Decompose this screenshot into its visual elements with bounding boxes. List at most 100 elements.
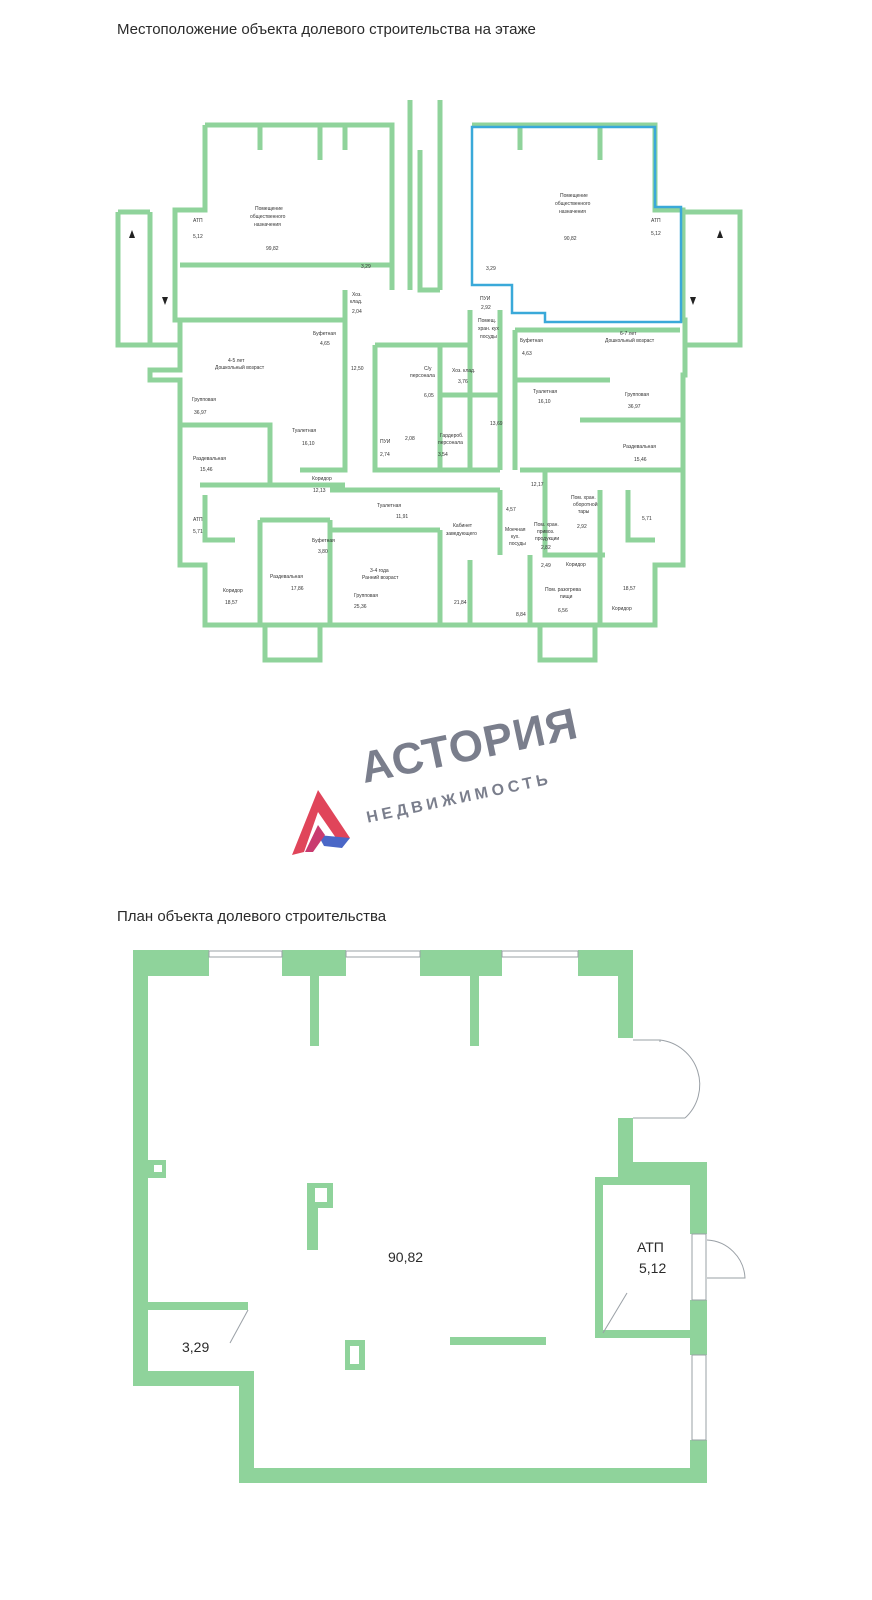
unit-plan-labels: 90,82 АТП 5,12 3,29 (182, 1239, 666, 1355)
floor-plan-labels: АТП 5,12 Помещение общественного назначе… (192, 193, 661, 618)
selected-unit-outline (470, 125, 683, 324)
room-label: 4,65 (320, 341, 330, 347)
room-label: 36,97 (628, 404, 641, 410)
room-label: Буфетная (520, 338, 543, 344)
room-label: 5,71 (193, 529, 203, 535)
room-label: заведующего (446, 531, 477, 537)
room-label: Раздевальная (623, 444, 656, 450)
room-label: 25,36 (354, 604, 367, 610)
room-label: 3,29 (361, 264, 371, 270)
room-label: 3,29 (486, 266, 496, 272)
room-label: назначения (559, 209, 586, 215)
room-label: АТП (651, 218, 661, 224)
room-label: 11,91 (396, 514, 408, 520)
room-label: Пом. разогрева (545, 587, 581, 593)
room-label: 4-5 лет (228, 358, 245, 364)
room-label: 12,13 (313, 488, 326, 494)
room-label: общественного (555, 201, 591, 207)
room-label: 18,57 (225, 600, 238, 606)
room-label: оборотной (573, 501, 598, 508)
room-label: Раздевальная (270, 574, 303, 580)
room-label: АТП (193, 218, 203, 224)
room-label: 16,10 (538, 399, 551, 405)
room-label: ПУИ (480, 296, 491, 302)
room-label: 3,54 (438, 452, 448, 458)
room-label: Ранний возраст (362, 574, 399, 581)
room-label: назначения (254, 222, 281, 228)
room-label: 2,49 (541, 563, 551, 569)
room-label: Туалетная (533, 389, 557, 395)
room-label: 15,46 (634, 457, 647, 463)
stair-markers (129, 230, 723, 305)
room-label: 2,82 (541, 545, 551, 551)
room-label: Коридор (312, 476, 332, 482)
room-label: 6,05 (424, 393, 434, 399)
room-label: тары (578, 509, 590, 515)
room-label: АТП (193, 517, 203, 523)
arrow-down-icon (162, 297, 168, 305)
room-label: 18,57 (623, 586, 636, 592)
floor-plan-walls (115, 100, 743, 663)
room-label: персонала (410, 373, 435, 379)
room-label: 3-4 года (370, 568, 389, 574)
arrow-up-icon (129, 230, 135, 238)
room-label: Групповая (354, 593, 378, 599)
arrow-down-icon (690, 297, 696, 305)
room-label: ПУИ (380, 439, 391, 445)
room-label: пищи (560, 594, 573, 600)
room-label: 90,82 (564, 236, 577, 242)
unit-plan-walls (133, 950, 707, 1483)
room-label: 2,08 (405, 436, 415, 442)
room-label: Дошкольный возраст (215, 364, 265, 371)
room-label: Туалетная (377, 503, 401, 509)
room-label: Хоз. (352, 292, 362, 298)
room-label: Групповая (625, 392, 649, 398)
atp-area-label: 5,12 (639, 1260, 666, 1276)
room-label: 36,97 (194, 410, 207, 416)
room-label: 2,04 (352, 309, 362, 315)
room-label: привоз. (537, 529, 554, 535)
floor-location-heading: Местоположение объекта долевого строител… (117, 21, 536, 38)
room-label: 5,71 (642, 516, 652, 522)
small-room-area-label: 3,29 (182, 1339, 209, 1355)
room-label: персонала (438, 440, 463, 446)
main-area-label: 90,82 (388, 1249, 423, 1265)
room-label: Пом. хран. (534, 522, 559, 528)
room-label: посуды (509, 541, 526, 547)
room-label: 21,84 (454, 600, 467, 606)
room-label: продукции (535, 536, 559, 542)
atp-title-label: АТП (637, 1239, 664, 1255)
room-label: Раздевальная (193, 456, 226, 462)
room-label: 5,12 (193, 234, 203, 240)
room-label: 17,86 (291, 586, 304, 592)
room-label: Помещ. (478, 318, 496, 324)
room-label: Коридор (612, 606, 632, 612)
room-label: 12,17 (531, 482, 544, 488)
room-label: Гардероб. (440, 433, 463, 439)
room-label: 4,63 (522, 351, 532, 357)
floor-plan: АТП 5,12 Помещение общественного назначе… (115, 100, 743, 663)
room-label: 13,69 (490, 421, 503, 427)
room-label: хран. кух (478, 326, 499, 332)
room-label: Туалетная (292, 428, 316, 434)
unit-plan-heading: План объекта долевого строительства (117, 908, 387, 925)
room-label: кух. (511, 534, 520, 540)
room-label: Буфетная (313, 331, 336, 337)
room-label: Групповая (192, 397, 216, 403)
room-label: посуды (480, 334, 497, 340)
room-label: 99,82 (266, 246, 279, 252)
room-label: 5,12 (651, 231, 661, 237)
room-label: 16,10 (302, 441, 315, 447)
arrow-up-icon (717, 230, 723, 238)
room-label: 2,92 (577, 524, 587, 530)
room-label: Кабинет (453, 523, 473, 529)
room-label: Помещение (255, 206, 283, 212)
room-label: 4,57 (506, 507, 516, 513)
room-label: Хоз. клад. (452, 368, 475, 374)
room-label: 6-7 лет (620, 331, 637, 337)
room-label: 3,80 (318, 549, 328, 555)
door-swing (229, 1039, 746, 1344)
room-label: 15,46 (200, 467, 213, 473)
room-label: клад. (350, 299, 362, 305)
